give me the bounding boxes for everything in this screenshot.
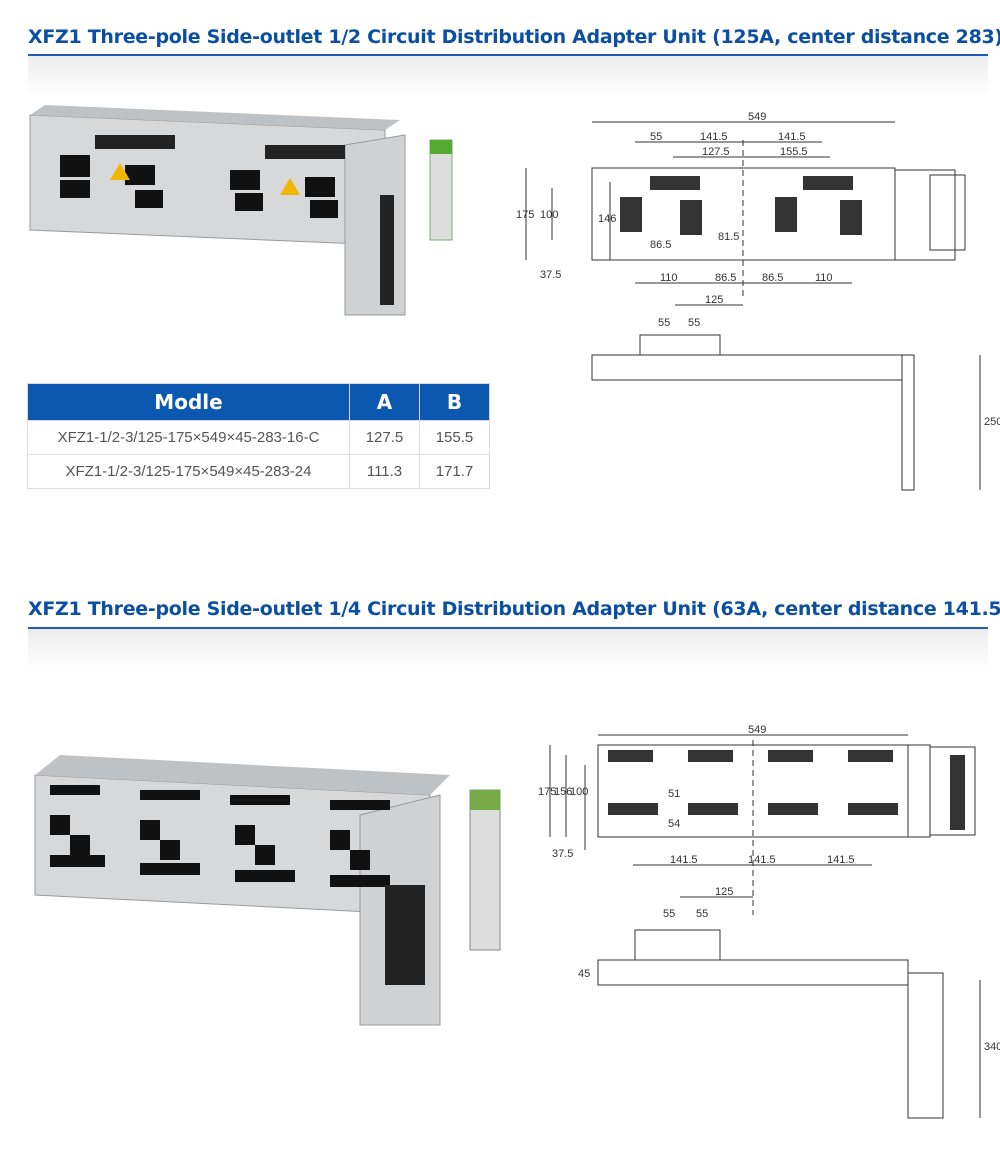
dim-label: 156 [554, 786, 572, 798]
cell-model: XFZ1-1/2-3/125-175×549×45-283-24 [27, 454, 350, 489]
dim-label: 250 [984, 416, 1000, 428]
dim-label: 141.5 [748, 854, 776, 866]
dim-label: 155.5 [780, 146, 808, 158]
model-table: Modle A B XFZ1-1/2-3/125-175×549×45-283-… [27, 383, 490, 489]
dim-label: 51 [668, 788, 680, 800]
header-band [28, 56, 988, 96]
dim-549: 549 [748, 111, 766, 123]
dim-label: 146 [598, 213, 616, 225]
technical-drawing-quarter-circuit: 549 175 156 100 51 54 37.5 141.5 141.5 1… [538, 724, 1000, 1119]
col-header-b: B [419, 383, 490, 421]
product-photo-half-circuit [29, 105, 453, 316]
dim-label: 55 [658, 317, 670, 329]
section-title-quarter-circuit: XFZ1 Three-pole Side-outlet 1/4 Circuit … [28, 598, 1000, 620]
cell-a: 127.5 [349, 420, 420, 455]
section-title-half-circuit: XFZ1 Three-pole Side-outlet 1/2 Circuit … [28, 26, 1000, 48]
header-band [28, 629, 988, 669]
cell-model: XFZ1-1/2-3/125-175×549×45-283-16-C [27, 420, 350, 455]
dim-label: 125 [705, 294, 723, 306]
dim-label: 110 [815, 272, 833, 284]
dim-label: 100 [540, 209, 558, 221]
cell-a: 111.3 [349, 454, 420, 489]
dim-label: 86.5 [762, 272, 783, 284]
dim-label: 141.5 [700, 131, 728, 143]
col-header-model: Modle [27, 383, 350, 421]
col-header-a: A [349, 383, 420, 421]
dim-label: 55 [650, 131, 662, 143]
dim-label: 141.5 [670, 854, 698, 866]
dim-label: 86.5 [650, 239, 671, 251]
dim-label: 110 [660, 272, 678, 284]
dim-label: 175 [516, 209, 534, 221]
dim-label: 45 [578, 968, 590, 980]
dim-549: 549 [748, 724, 766, 736]
cell-b: 171.7 [419, 454, 490, 489]
technical-drawing-half-circuit: 549 55 141.5 141.5 127.5 155.5 175 100 1… [516, 111, 1000, 491]
cell-b: 155.5 [419, 420, 490, 455]
dim-label: 54 [668, 818, 680, 830]
dim-label: 127.5 [702, 146, 730, 158]
dim-label: 55 [663, 908, 675, 920]
dim-label: 141.5 [778, 131, 806, 143]
dim-label: 340 [984, 1041, 1000, 1053]
table-row: XFZ1-1/2-3/125-175×549×45-283-16-C 127.5… [27, 420, 490, 455]
dim-label: 37.5 [552, 848, 573, 860]
dim-label: 175 [538, 786, 556, 798]
dim-label: 37.5 [540, 269, 561, 281]
dim-label: 141.5 [827, 854, 855, 866]
table-row: XFZ1-1/2-3/125-175×549×45-283-24 111.3 1… [27, 454, 490, 489]
product-photo-quarter-circuit [34, 755, 501, 1026]
dim-label: 81.5 [718, 231, 739, 243]
dim-label: 125 [715, 886, 733, 898]
dim-label: 86.5 [715, 272, 736, 284]
dim-label: 100 [570, 786, 588, 798]
dim-label: 55 [688, 317, 700, 329]
title-underline [28, 54, 988, 56]
dim-label: 55 [696, 908, 708, 920]
title-underline [28, 627, 988, 629]
